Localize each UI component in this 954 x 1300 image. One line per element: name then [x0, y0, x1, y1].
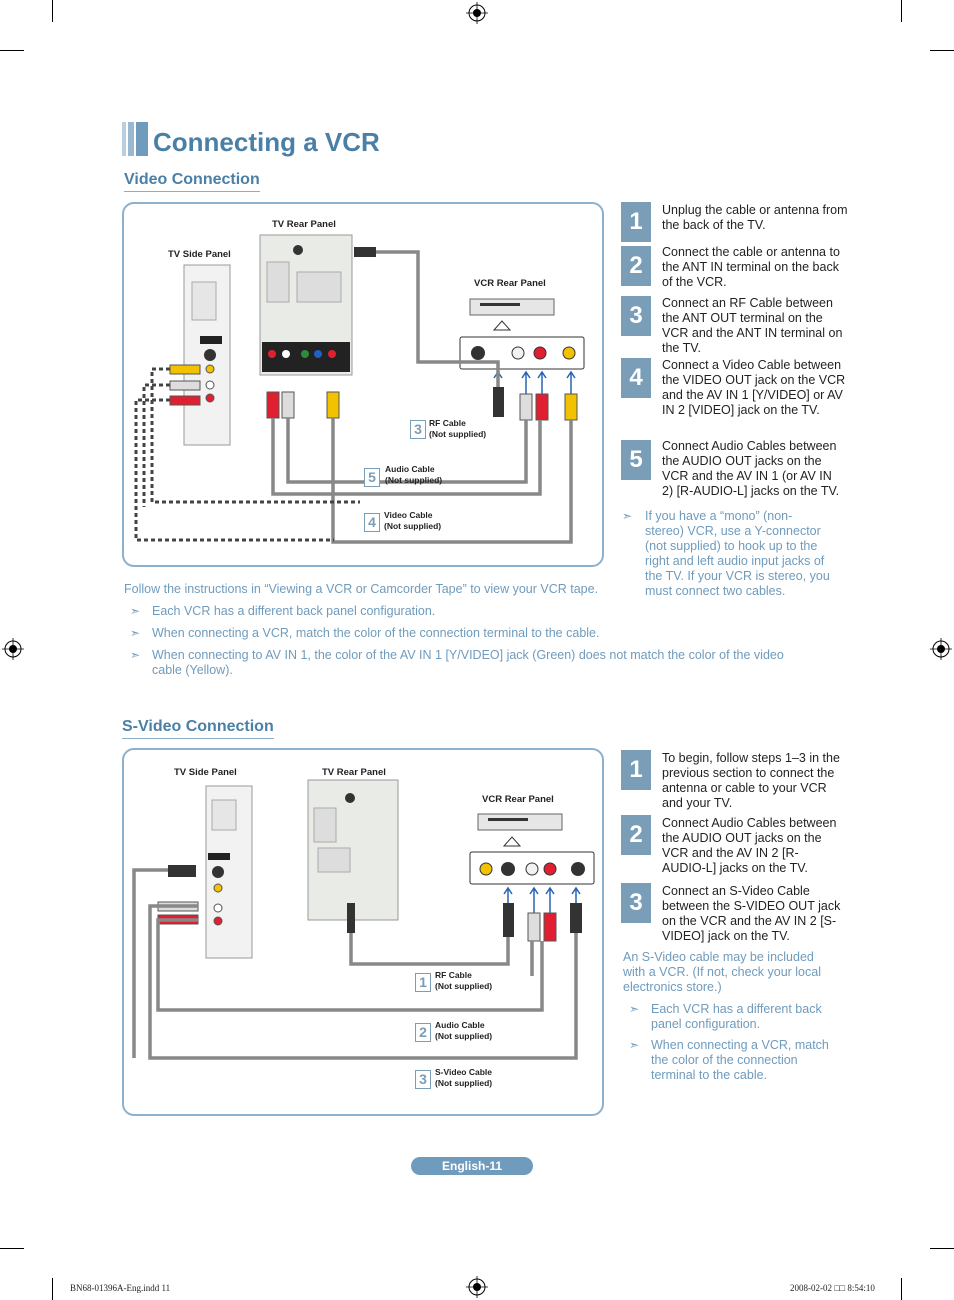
video-step-3-number: 3 [621, 296, 651, 336]
rf-cable-number: 3 [410, 420, 426, 439]
follow-instructions-text: Follow the instructions in “Viewing a VC… [124, 582, 599, 596]
video-step-2-text: Connect the cable or antenna to the ANT … [662, 245, 840, 289]
svideo-connection-heading: S-Video Connection [122, 718, 274, 739]
video-step-3-text: Connect an RF Cable between the ANT OUT … [662, 296, 843, 355]
crop-mark [901, 0, 902, 22]
video-connection-diagram [134, 234, 585, 544]
video-note-3: When connecting to AV IN 1, the color of… [152, 648, 784, 677]
tv-rear-panel-label: TV Rear Panel [322, 767, 386, 778]
crop-mark [52, 0, 53, 22]
svideo-step-2-text: Connect Audio Cables between the AUDIO O… [662, 816, 837, 875]
svideo-step-1-number: 1 [621, 750, 651, 790]
svideo-step-3-number: 3 [621, 883, 651, 923]
crop-mark [52, 1278, 53, 1300]
video-step-1-number: 1 [621, 202, 651, 242]
note-arrow-icon: ➣ [130, 626, 141, 640]
rf-cable-label: RF Cable(Not supplied) [429, 418, 487, 439]
page-title: Connecting a VCR [153, 127, 380, 157]
note-arrow-icon: ➣ [629, 1038, 640, 1052]
video-cable-label: Video Cable(Not supplied) [384, 510, 442, 531]
footer-timestamp: 2008-02-02 □□ 8:54:10 [790, 1283, 875, 1293]
vcr-rear-panel-label: VCR Rear Panel [482, 794, 554, 805]
video-cable-number: 4 [364, 513, 380, 532]
crop-mark [930, 50, 954, 51]
svideo-connection-diagram [132, 779, 595, 1060]
rf-cable-number: 1 [415, 973, 431, 992]
footer-filename: BN68-01396A-Eng.indd 11 [70, 1283, 171, 1293]
svideo-note-2: When connecting a VCR, match the color o… [651, 1038, 829, 1082]
svideo-note-1: Each VCR has a different back panel conf… [651, 1002, 822, 1031]
vcr-rear-panel-label: VCR Rear Panel [474, 278, 546, 289]
rf-cable-label: RF Cable(Not supplied) [435, 970, 493, 991]
crop-mark [0, 50, 24, 51]
video-step-4-number: 4 [621, 358, 651, 398]
video-step-5-text: Connect Audio Cables between the AUDIO O… [662, 439, 840, 498]
mono-vcr-note: If you have a “mono” (non-stereo) VCR, u… [645, 509, 830, 598]
video-step-4-text: Connect a Video Cable between the VIDEO … [662, 358, 846, 417]
video-step-1-text: Unplug the cable or antenna from the bac… [662, 203, 848, 232]
tv-side-panel-label: TV Side Panel [174, 767, 237, 778]
audio-cable-number: 2 [415, 1023, 431, 1042]
registration-mark-icon [2, 638, 24, 660]
audio-cable-number: 5 [364, 468, 380, 487]
crop-mark [901, 1278, 902, 1300]
note-arrow-icon: ➣ [130, 648, 141, 662]
svideo-step-3-text: Connect an S-Video Cable between the S-V… [662, 884, 841, 943]
svideo-step-1-text: To begin, follow steps 1–3 in the previo… [662, 751, 840, 810]
tv-side-panel-label: TV Side Panel [168, 249, 231, 260]
svideo-step-2-number: 2 [621, 815, 651, 855]
audio-cable-label: Audio Cable(Not supplied) [385, 464, 443, 485]
registration-mark-icon [930, 638, 952, 660]
svideo-cable-number: 3 [415, 1070, 431, 1089]
video-connection-heading: Video Connection [124, 171, 260, 192]
note-arrow-icon: ➣ [622, 509, 633, 523]
crop-mark [0, 1248, 24, 1249]
title-bars-icon [122, 122, 148, 156]
video-note-2: When connecting a VCR, match the color o… [152, 626, 600, 640]
svideo-cable-label: S-Video Cable(Not supplied) [435, 1067, 493, 1088]
page-number-badge: English-11 [411, 1157, 533, 1175]
video-step-5-number: 5 [621, 440, 651, 480]
note-arrow-icon: ➣ [130, 604, 141, 618]
registration-mark-icon [466, 2, 488, 24]
audio-cable-label: Audio Cable(Not supplied) [435, 1020, 493, 1041]
crop-mark [930, 1248, 954, 1249]
video-step-2-number: 2 [621, 246, 651, 286]
note-arrow-icon: ➣ [629, 1002, 640, 1016]
registration-mark-icon [466, 1276, 488, 1298]
tv-rear-panel-label: TV Rear Panel [272, 219, 336, 230]
svideo-intro-note: An S-Video cable may be included with a … [623, 950, 821, 994]
video-note-1: Each VCR has a different back panel conf… [152, 604, 436, 618]
